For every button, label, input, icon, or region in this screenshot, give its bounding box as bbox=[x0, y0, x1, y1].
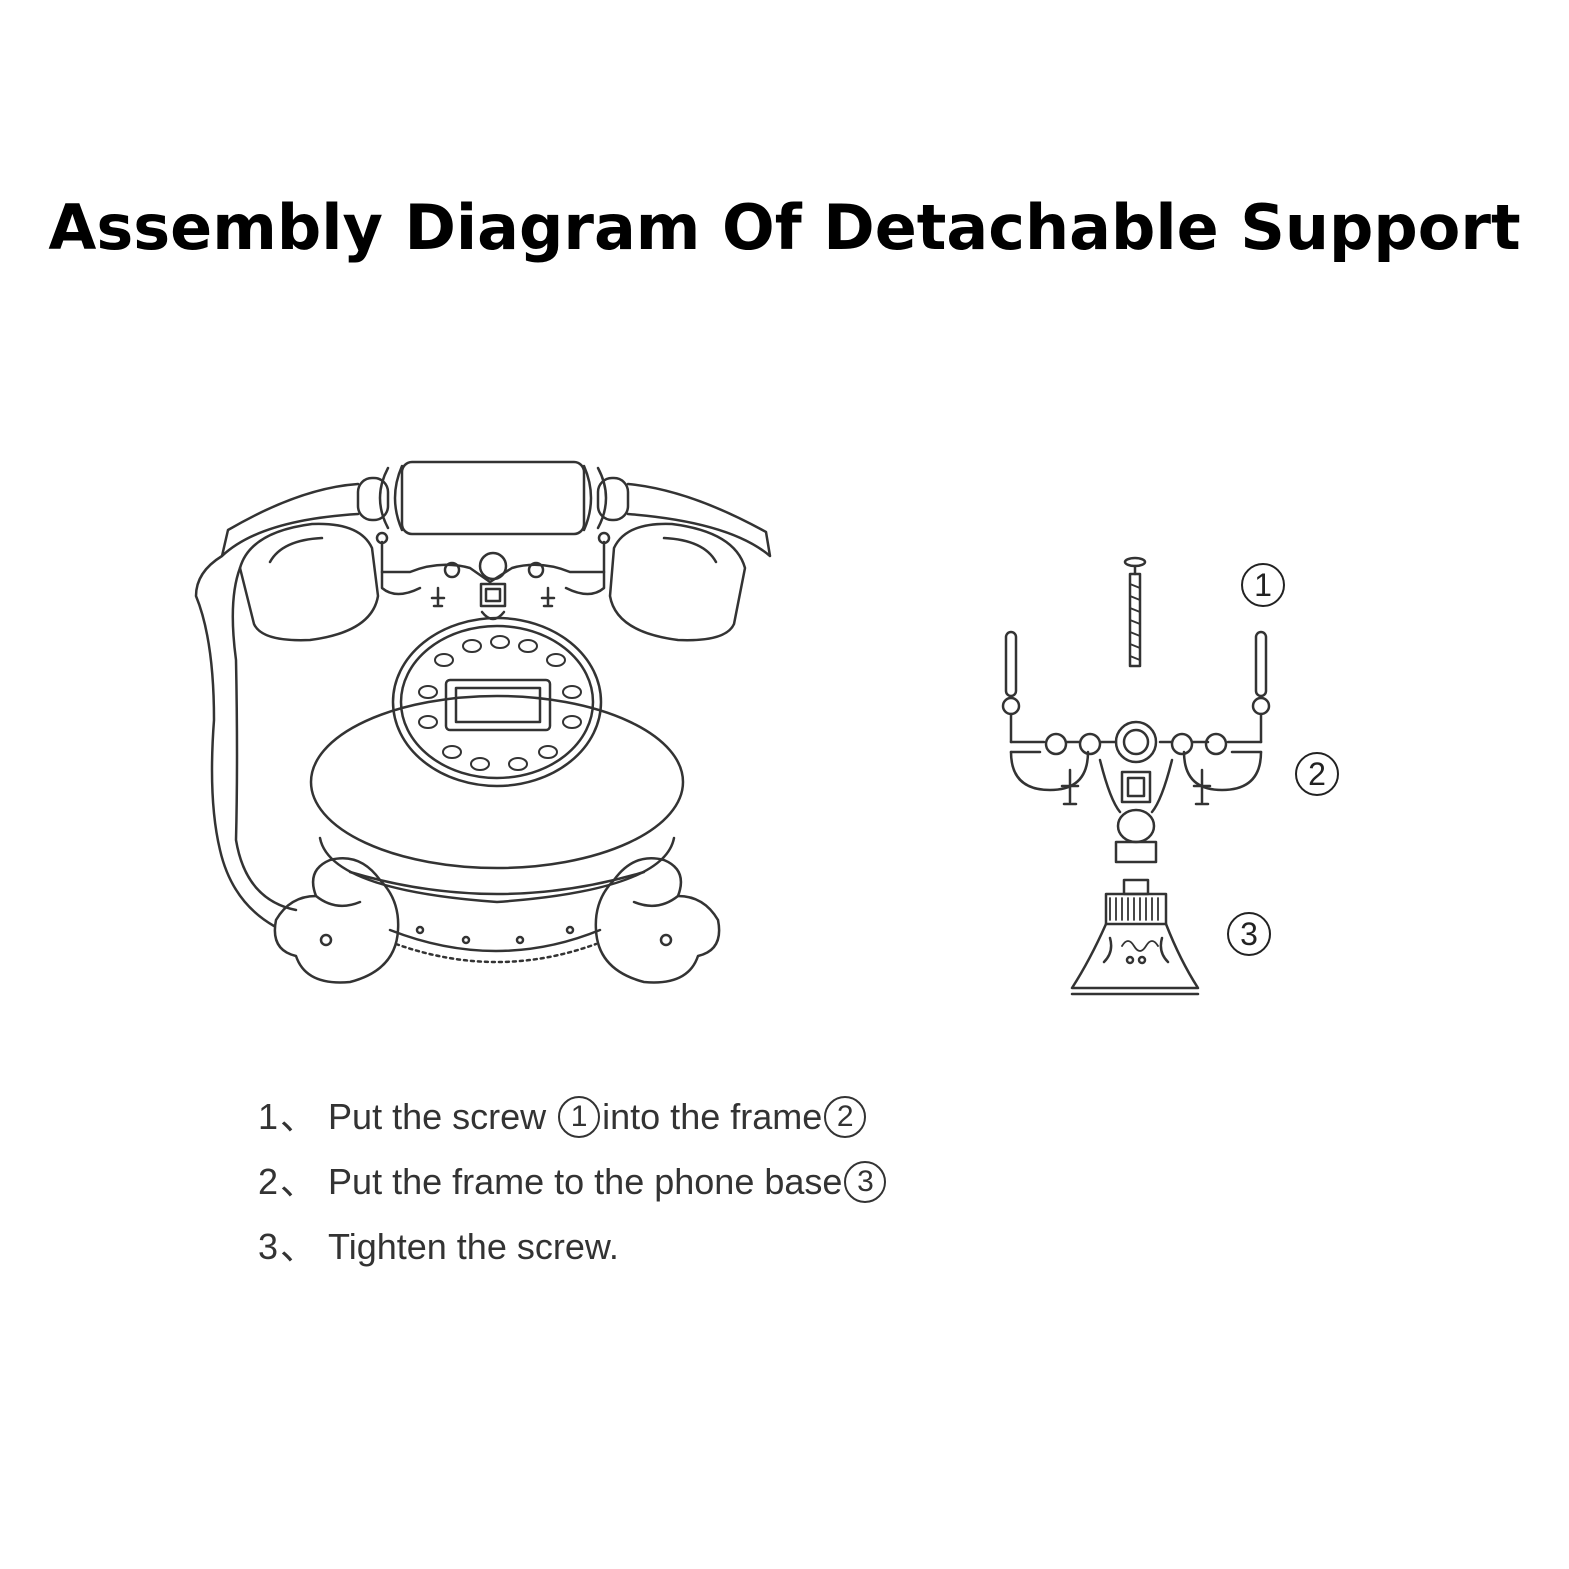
right-foot-ornament bbox=[594, 857, 721, 984]
step-number: 2 bbox=[258, 1161, 279, 1202]
step-text: into the frame bbox=[602, 1096, 823, 1137]
step-ref-screw: 1 bbox=[558, 1095, 601, 1138]
step-separator: 、 bbox=[280, 1161, 317, 1202]
callout-base: 3 bbox=[1227, 912, 1271, 956]
assembly-steps: 1 、 Put the screw 1 into the frame 2 2 、… bbox=[258, 1084, 888, 1279]
step-number: 3 bbox=[258, 1226, 279, 1267]
step-separator: 、 bbox=[280, 1096, 317, 1137]
step-text: Put the frame to the phone base bbox=[328, 1161, 843, 1202]
right-earpiece bbox=[608, 522, 747, 642]
step-number: 1 bbox=[258, 1096, 279, 1137]
callout-screw: 1 bbox=[1241, 563, 1285, 607]
base-part bbox=[1070, 878, 1200, 996]
step-text: Tighten the screw. bbox=[328, 1226, 619, 1267]
step-ref-frame: 2 bbox=[824, 1095, 867, 1138]
step-3: 3 、 Tighten the screw. bbox=[258, 1214, 888, 1279]
caller-id-display bbox=[444, 678, 552, 732]
left-foot-ornament bbox=[273, 857, 400, 984]
step-separator: 、 bbox=[280, 1226, 317, 1267]
callout-frame: 2 bbox=[1295, 752, 1339, 796]
handset-grip bbox=[400, 460, 586, 536]
step-text: Put the screw bbox=[328, 1096, 557, 1137]
frame-part bbox=[1001, 630, 1271, 864]
telephone-drawing bbox=[194, 460, 772, 984]
phone-body bbox=[309, 694, 685, 870]
diagram-title: Assembly Diagram Of Detachable Support bbox=[48, 191, 1521, 264]
left-earpiece bbox=[238, 522, 380, 642]
step-ref-base: 3 bbox=[844, 1160, 887, 1203]
step-1: 1 、 Put the screw 1 into the frame 2 bbox=[258, 1084, 888, 1149]
screw-part bbox=[1123, 556, 1147, 668]
dial-plate bbox=[391, 616, 603, 788]
step-2: 2 、 Put the frame to the phone base 3 bbox=[258, 1149, 888, 1214]
